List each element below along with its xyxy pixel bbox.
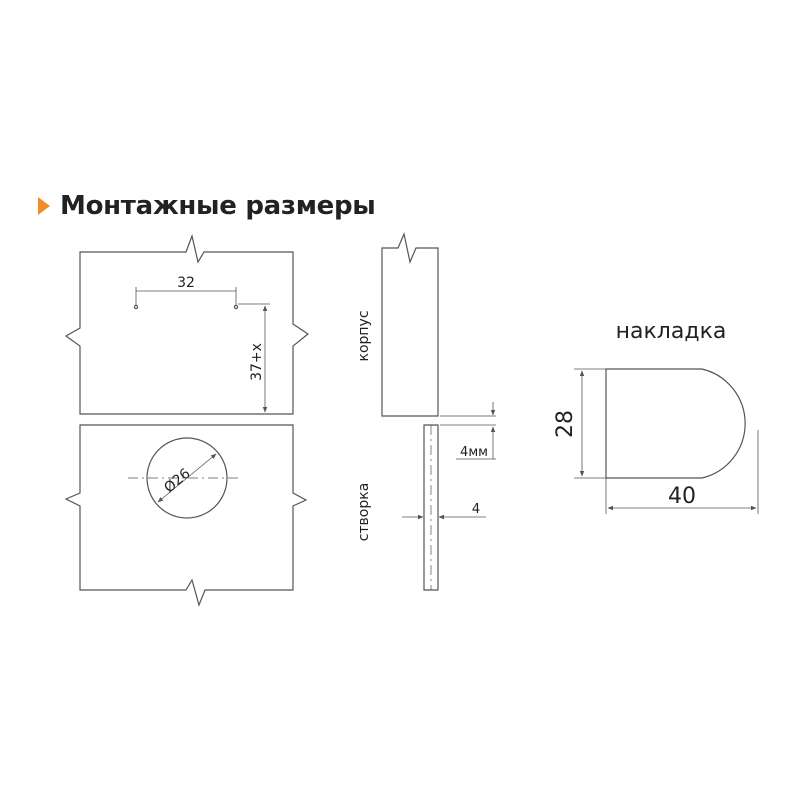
hole-spacing-label: 32	[177, 275, 195, 291]
mount-hole-left	[133, 304, 139, 310]
mount-hole-right	[233, 304, 239, 310]
height-label: 28	[553, 410, 578, 438]
cup-hole	[146, 437, 228, 519]
cup-diameter-label: Ø26	[161, 465, 193, 496]
body-panel-front	[64, 233, 310, 415]
orange-triangle-icon	[38, 197, 50, 215]
overlay-plate	[605, 368, 746, 479]
section-title: Монтажные размеры	[38, 188, 376, 224]
door-panel-front	[64, 424, 308, 607]
offset-label: 37+x	[249, 343, 265, 381]
body-panel-side	[381, 232, 439, 417]
width-label: 40	[668, 484, 696, 509]
door-label: створка	[356, 483, 372, 542]
thickness-label: 4	[472, 502, 480, 517]
cup-diameter-leader	[157, 453, 217, 503]
gap-label: 4мм	[460, 445, 488, 460]
door-panel-side	[423, 424, 439, 591]
body-label: корпус	[356, 310, 372, 361]
overlay-label: накладка	[616, 319, 727, 344]
section-title-text: Монтажные размеры	[60, 191, 376, 221]
